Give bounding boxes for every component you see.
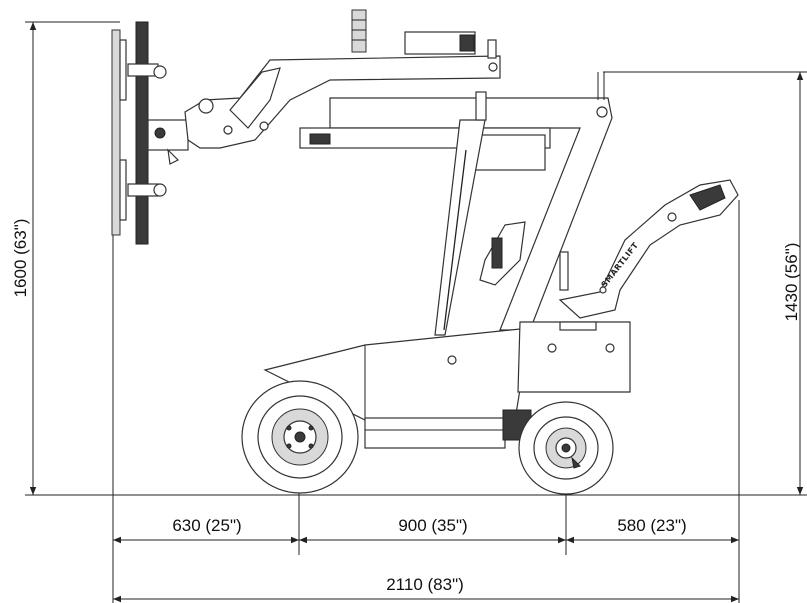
label-total-height: 1600 (63")	[11, 219, 30, 298]
label-wheelbase: 900 (35")	[398, 516, 467, 535]
battery-box	[517, 321, 631, 393]
hydraulic-block	[469, 134, 546, 171]
label-front-overhang: 630 (25")	[172, 516, 241, 535]
dimension-lines	[25, 21, 807, 603]
vacuum-lifter-machine: SMARTLIFT	[111, 9, 739, 495]
hydraulic-cylinder	[434, 119, 486, 336]
label-frame-height: 1430 (56")	[782, 243, 801, 322]
suction-pad-assembly	[111, 21, 189, 245]
chassis-base	[364, 417, 506, 449]
vacuum-pump	[404, 31, 476, 55]
steering-handle: SMARTLIFT	[558, 179, 739, 319]
label-rear-overhang: 580 (23")	[617, 516, 686, 535]
rear-wheel	[518, 401, 614, 495]
boom-arm	[184, 9, 501, 149]
label-total-length: 2110 (83")	[386, 575, 464, 594]
vacuum-gauge	[351, 9, 367, 53]
handle-arm	[558, 179, 739, 319]
suction-pad	[111, 29, 121, 236]
handle-grip	[689, 184, 726, 211]
main-frame	[299, 72, 613, 336]
front-wheel	[241, 380, 359, 494]
pad-frame-beam	[135, 21, 149, 245]
